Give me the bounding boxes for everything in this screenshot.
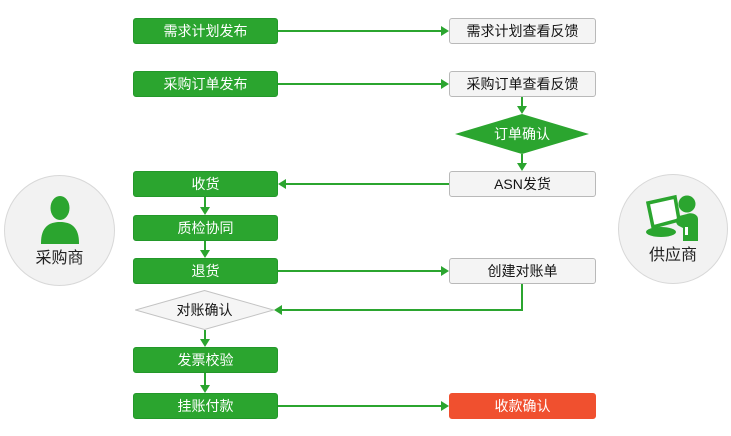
person-laptop-icon bbox=[645, 194, 698, 241]
node-order-confirm-diamond: 订单确认 bbox=[455, 114, 589, 154]
arrow-order-confirm-to-asn-line bbox=[521, 154, 523, 163]
diamond-label: 订单确认 bbox=[494, 126, 550, 142]
arrow-return-to-statement-line bbox=[278, 270, 441, 272]
arrow-statement-to-confirm-head bbox=[274, 305, 282, 315]
node-quality-collaboration: 质检协同 bbox=[133, 215, 278, 241]
arrow-receive-to-quality-head bbox=[200, 207, 210, 215]
arrow-payment-to-receipt-line bbox=[278, 405, 441, 407]
node-po-publish: 采购订单发布 bbox=[133, 71, 278, 97]
node-book-payment: 挂账付款 bbox=[133, 393, 278, 419]
diamond-label: 对账确认 bbox=[176, 302, 233, 318]
arrow-payment-to-receipt-head bbox=[441, 401, 449, 411]
node-po-feedback: 采购订单查看反馈 bbox=[449, 71, 596, 97]
node-statement-confirm-diamond: 对账确认 bbox=[135, 290, 274, 330]
node-asn-ship: ASN发货 bbox=[449, 171, 596, 197]
node-receive-goods: 收货 bbox=[133, 171, 278, 197]
person-icon bbox=[40, 195, 79, 244]
arrow-asn-to-receive-line bbox=[286, 183, 449, 185]
arrow-confirm-to-invoice-head bbox=[200, 339, 210, 347]
arrow-invoice-to-payment-line bbox=[204, 373, 206, 385]
arrow-quality-to-return-line bbox=[204, 241, 206, 250]
arrow-feedback-to-order-confirm-line bbox=[521, 97, 523, 106]
arrow-asn-to-receive-head bbox=[278, 179, 286, 189]
node-receipt-confirm: 收款确认 bbox=[449, 393, 596, 419]
actor-buyer-label: 采购商 bbox=[35, 249, 84, 267]
arrow-statement-to-confirm-hline bbox=[282, 309, 523, 311]
node-demand-plan-publish: 需求计划发布 bbox=[133, 18, 278, 44]
arrow-statement-to-confirm-vline bbox=[521, 284, 523, 311]
actor-supplier-label: 供应商 bbox=[648, 247, 697, 264]
arrow-demand-publish-to-feedback-head bbox=[441, 26, 449, 36]
actor-supplier: 供应商 bbox=[618, 174, 728, 284]
diamond-shape bbox=[455, 114, 589, 154]
arrow-order-confirm-to-asn-head bbox=[517, 163, 527, 171]
node-create-statement: 创建对账单 bbox=[449, 258, 596, 284]
arrow-feedback-to-order-confirm-head bbox=[517, 106, 527, 114]
arrow-return-to-statement-head bbox=[441, 266, 449, 276]
arrow-confirm-to-invoice-line bbox=[204, 330, 206, 339]
node-invoice-check: 发票校验 bbox=[133, 347, 278, 373]
arrow-invoice-to-payment-head bbox=[200, 385, 210, 393]
arrow-demand-publish-to-feedback-line bbox=[278, 30, 441, 32]
node-demand-plan-feedback: 需求计划查看反馈 bbox=[449, 18, 596, 44]
arrow-po-publish-to-feedback-head bbox=[441, 79, 449, 89]
node-return-goods: 退货 bbox=[133, 258, 278, 284]
arrow-receive-to-quality-line bbox=[204, 197, 206, 207]
diamond-shape bbox=[135, 290, 274, 330]
arrow-po-publish-to-feedback-line bbox=[278, 83, 441, 85]
arrow-quality-to-return-head bbox=[200, 250, 210, 258]
actor-buyer: 采购商 bbox=[4, 175, 115, 286]
